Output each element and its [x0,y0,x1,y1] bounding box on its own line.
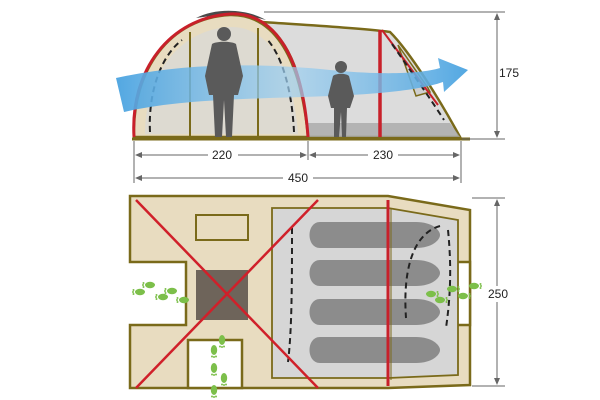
front-length-label: 220 [212,148,232,162]
sleeping-bag-icon [309,299,440,325]
footprints-icon [132,281,189,304]
sleeping-bag-icon [309,222,440,248]
cross-icon [135,199,319,389]
child-silhouette-icon [328,61,354,137]
door-zip-line [391,43,445,121]
total-length-label: 450 [288,171,308,185]
sleeping-bag-icon [309,337,440,363]
door-zip-line [445,229,452,329]
dim-arrowhead [453,152,460,158]
door-zip-line [148,39,183,133]
dim-arrowhead [309,152,316,158]
height-label: 175 [499,66,519,80]
dim-arrowhead [494,199,500,206]
floor-plan: 250 [128,194,512,398]
dim-arrowhead [494,131,500,138]
door-zip-line [265,37,295,133]
dim-arrowhead [300,152,307,158]
dome-top-flap [196,10,266,20]
dim-arrowhead [135,152,142,158]
rear-length-label: 230 [373,148,393,162]
width-label: 250 [488,287,508,301]
adult-silhouette-icon [205,27,243,137]
door-zip-line [287,227,293,363]
groundsheet-square [196,270,248,320]
frame-pole [381,29,439,106]
vestibule-window [195,214,249,241]
sleeping-bag-icon [309,260,440,286]
dim-arrowhead [453,175,460,181]
dim-arrowhead [494,378,500,385]
rear-floor [306,123,460,137]
dim-arrowhead [494,13,500,20]
side-view: 175 220 230 450 [116,10,519,185]
dim-arrowhead [135,175,142,181]
airflow-arrow-icon [116,58,468,112]
